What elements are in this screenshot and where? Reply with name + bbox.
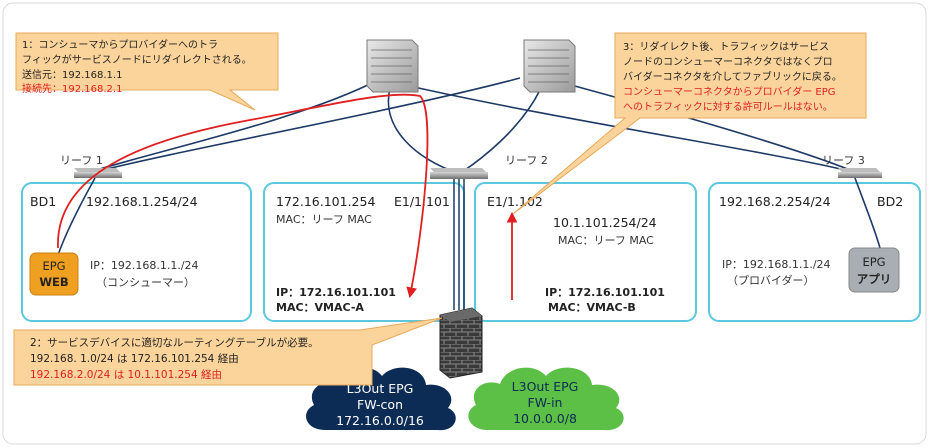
- bd1-endpoint-role: （コンシューマー）: [96, 276, 195, 289]
- fwin-vmac: MAC：VMAC-B: [548, 301, 636, 314]
- cloud-l3out-fw-in: [468, 367, 624, 431]
- epg-web-line2: WEB: [39, 275, 68, 289]
- redirect-path-arrow: [57, 93, 429, 299]
- callout3-line1: 3：リダイレクト後、トラフィックはサービス: [623, 40, 829, 53]
- epg-app-line2: アプリ: [857, 272, 892, 286]
- callout1-line3: 送信元：192.168.1.1: [22, 68, 122, 81]
- epg-web-box: [29, 252, 79, 296]
- callout2-line1: 2：サービスデバイスに適切なルーティングテーブルが必要。: [30, 336, 319, 349]
- link-spine2-leaf3: [559, 81, 851, 171]
- fwin-port: E1/1.102: [487, 194, 543, 209]
- fwcon-mac: MAC：リーフ MAC: [276, 213, 372, 226]
- fw-in-box: [474, 182, 697, 322]
- link-leaf1-epg-web: [57, 177, 96, 256]
- spine-switch-1: [366, 39, 419, 93]
- link-spine2-leaf1: [94, 77, 521, 173]
- fabric-links: [89, 77, 851, 173]
- callout-2: [13, 317, 443, 386]
- link-spine1-leaf3: [404, 84, 846, 171]
- leaf-switch-3: [838, 168, 882, 178]
- cloud-con-line3: 172.16.0.0/16: [336, 413, 424, 428]
- leaf-switch-2: [430, 168, 488, 179]
- link-leaf2-firewall: [453, 179, 465, 310]
- epg-app-box: [848, 247, 900, 293]
- leaf3-label: リーフ 3: [822, 154, 865, 167]
- fwin-mac: MAC：リーフ MAC: [558, 234, 654, 247]
- callout3-line3: バイダーコネクタを介してファブリックに戻る。: [623, 70, 842, 83]
- cloud-in-line3: 10.0.0.0/8: [513, 411, 577, 426]
- callout-1: [15, 32, 279, 111]
- cloud-in-line2: FW-in: [528, 395, 563, 410]
- callout1-line1: 1：コンシューマからプロバイダーへのトラ: [22, 38, 218, 51]
- cloud-con-line2: FW-con: [357, 397, 403, 412]
- bd2-endpoint-role: （プロバイダー）: [727, 273, 815, 287]
- leaf2-label: リーフ 2: [505, 154, 548, 167]
- epg-web-line1: EPG: [42, 259, 65, 273]
- callout-3: [512, 32, 867, 215]
- spine-switch-2: [523, 39, 576, 93]
- link-spine1-leaf2: [387, 87, 456, 173]
- fwin-gateway: 10.1.101.254/24: [553, 215, 657, 230]
- firewall-icon: [439, 307, 483, 379]
- callout2-line2: 192.168. 1.0/24 は 172.16.101.254 経由: [30, 352, 239, 365]
- bd2-subnet: 192.168.2.254/24: [719, 194, 831, 209]
- bd1-subnet: 192.168.1.254/24: [86, 194, 198, 209]
- callout2-line3: 192.168.2.0/24 は 10.1.101.254 経由: [30, 368, 222, 381]
- link-spine2-leaf2: [461, 89, 541, 173]
- cloud-in-line1: L3Out EPG: [512, 379, 579, 394]
- link-leaf3-epg-app: [854, 177, 881, 249]
- link-spine1-leaf1: [89, 79, 379, 173]
- callout3-line5: へのトラフィックに対する許可ルールはない。: [623, 100, 833, 113]
- bd1-title: BD1: [30, 194, 56, 209]
- fwcon-gateway: 172.16.101.254: [276, 194, 375, 209]
- callout1-line4: 接続先：192.168.2.1: [22, 82, 122, 95]
- bd1-endpoint-ip: IP：192.168.1.1./24: [90, 259, 199, 272]
- fwin-ip: IP：172.16.101.101: [545, 286, 665, 299]
- fwcon-vmac: MAC：VMAC-A: [276, 301, 364, 314]
- callout3-line4: コンシューマーコネクタからプロバイダー EPG: [623, 85, 835, 98]
- callout3-line2: ノードのコンシューマーコネクタではなくプロ: [623, 56, 833, 68]
- fwcon-port: E1/1.101: [394, 194, 450, 209]
- callout1-line2: フィックがサービスノードにリダイレクトされる。: [22, 53, 252, 66]
- leaf-switch-1: [74, 168, 122, 178]
- bd2-title: BD2: [877, 194, 903, 209]
- bd2-endpoint-ip: IP：192.168.1.1./24: [722, 258, 831, 271]
- leaf1-label: リーフ 1: [60, 154, 103, 167]
- bd1-box: [21, 182, 252, 322]
- epg-app-line1: EPG: [862, 255, 885, 269]
- fwcon-ip: IP：172.16.101.101: [276, 286, 396, 299]
